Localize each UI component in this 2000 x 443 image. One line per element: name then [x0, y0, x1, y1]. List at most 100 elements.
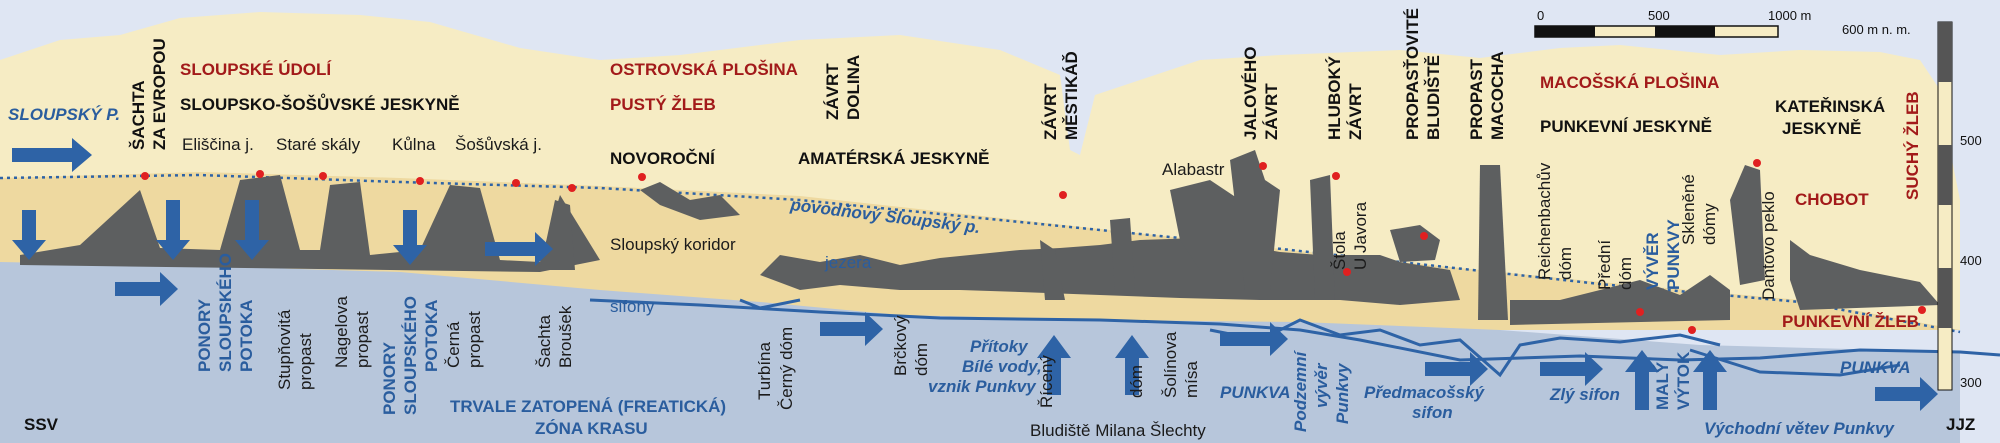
flow-arrows: [12, 138, 1938, 411]
cave-passages: [20, 150, 1940, 325]
arrow-ponory-2: [156, 200, 190, 260]
label-phreatic-2: ZÓNA KRASU: [535, 419, 648, 438]
label-phreatic-1: TRVALE ZATOPENÁ (FREATICKÁ): [450, 397, 726, 416]
elevation-axis: 600 m n. m. 500 400 300: [1842, 21, 1982, 391]
label-riceny: Řícený: [1037, 355, 1056, 408]
label-katerinska: KATEŘINSKÁ: [1775, 97, 1885, 116]
label-brckovy: Brčkový: [891, 315, 910, 376]
label-podzemni: Podzemní: [1291, 349, 1310, 432]
label-u-javora: U Javora: [1351, 201, 1370, 270]
label-zavrt-2: ZÁVRT: [1041, 83, 1060, 140]
arrow-ponory-3: [235, 200, 269, 260]
elevation-tick-300: 300: [1960, 375, 1982, 390]
label-za-evropou: ZA EVROPOU: [150, 38, 169, 150]
label-novorocni: NOVOROČNÍ: [610, 149, 716, 168]
surface-points: [141, 159, 1926, 334]
label-predni-dom: dóm: [1616, 257, 1635, 290]
label-propast: PROPAST: [1467, 58, 1486, 140]
arrow-horiz-zly: [1540, 352, 1603, 386]
arrow-up-vyver: [1625, 350, 1659, 410]
label-pusty-zleb: PUSTÝ ŽLEB: [610, 95, 716, 114]
arrow-ponory-4: [393, 210, 427, 265]
label-vyver: vývěr: [1312, 362, 1331, 408]
label-punkevni-jeskyne: PUNKEVNÍ JESKYNĚ: [1540, 117, 1712, 136]
label-solinova: Šolínova: [1161, 331, 1180, 398]
label-sloupske-udoli: SLOUPSKÉ ÚDOLÍ: [180, 60, 332, 79]
label-jezera: jezera: [824, 253, 872, 272]
elevation-tick-400: 400: [1960, 253, 1982, 268]
label-vznik-punkvy: vznik Punkvy: [928, 377, 1037, 396]
direction-left: SSV: [24, 415, 59, 434]
label-ponory-2b: SLOUPSKÉHO: [401, 296, 420, 415]
cave-novorocni: [640, 182, 740, 220]
arrow-up-2: [1115, 335, 1149, 395]
label-punkva-1: PUNKVA: [1220, 383, 1291, 402]
direction-right: JJZ: [1946, 415, 1975, 434]
label-sloupsko-sosuvske: SLOUPSKO-ŠOŠŮVSKÉ JESKYNĚ: [180, 94, 460, 114]
label-punkvy: Punkvy: [1333, 362, 1352, 424]
label-zly-sifon: Zlý sifon: [1549, 385, 1620, 404]
scale-tick-1000: 1000 m: [1768, 8, 1811, 23]
label-bludiste: BLUDIŠTĚ: [1424, 55, 1443, 140]
label-chobot: CHOBOT: [1795, 190, 1869, 209]
flood-line: [0, 173, 1961, 334]
label-ostrovska-plosina: OSTROVSKÁ PLOŠINA: [610, 60, 798, 79]
water-table-line: [589, 298, 2000, 362]
rivers: [739, 298, 1901, 378]
label-stupnovita-propast: propast: [296, 333, 315, 390]
cave-jalove-shafts: [1170, 150, 1280, 290]
label-kulna: Kůlna: [392, 135, 436, 154]
cave-katerinska: [1730, 165, 1940, 310]
label-ponory-2c: POTOKA: [422, 300, 441, 372]
label-reichenbachuv-dom: dóm: [1556, 247, 1575, 280]
label-sachta-brousek-2: Broušek: [556, 305, 575, 368]
label-solinova-misa: mísa: [1182, 361, 1201, 398]
label-sachta-brousek-1: Šachta: [535, 315, 554, 368]
label-punkva-2: PUNKVA: [1840, 358, 1911, 377]
label-nagelova: Nagelova: [332, 296, 351, 368]
label-stupnovita: Stupňovitá: [275, 309, 294, 390]
label-riceny-dom: dóm: [1127, 365, 1146, 398]
label-zavrt-1: ZÁVRT: [823, 63, 842, 120]
label-nagelova-propast: propast: [353, 311, 372, 368]
label-propastovite: PROPASŤOVITÉ: [1403, 8, 1422, 140]
label-ponory-1c: POTOKA: [237, 300, 256, 372]
label-macosska-plosina: MACOŠSKÁ PLOŠINA: [1540, 73, 1719, 92]
arrow-ponory-1: [12, 210, 46, 260]
label-sifon: sifon: [1412, 403, 1453, 422]
cave-macocha: [1478, 165, 1508, 320]
cave-sloupsko-sosuvske: [20, 175, 600, 272]
scale-tick-500: 500: [1648, 8, 1670, 23]
elevation-top-label: 600 m n. m.: [1842, 22, 1911, 37]
label-sosuvska: Šošůvská j.: [455, 135, 542, 154]
arrow-horiz-punkva: [1220, 322, 1288, 356]
elevation-tick-500: 500: [1960, 133, 1982, 148]
label-dantovo-peklo: Dantovo peklo: [1759, 191, 1778, 300]
arrow-horiz-punkva-2: [1875, 377, 1938, 411]
label-punkevni-zleb: PUNKEVNÍ ŽLEB: [1782, 312, 1919, 331]
label-stare-skaly: Staré skály: [276, 135, 361, 154]
label-vytok: VÝTOK: [1674, 351, 1693, 410]
label-hluboky: HLUBOKÝ: [1325, 55, 1344, 140]
label-cerna-propast: propast: [465, 311, 484, 368]
cave-hluboky: [1310, 175, 1335, 300]
label-brckovy-dom: dóm: [912, 343, 931, 376]
label-ponory-1a: PONORY: [195, 298, 214, 372]
right-margin: [1960, 0, 2000, 443]
arrow-horiz-3: [820, 312, 883, 346]
arrow-horiz-2: [485, 232, 553, 266]
label-sloupsky-p: SLOUPSKÝ P.: [8, 105, 120, 124]
arrow-up-maly: [1693, 350, 1727, 410]
arrow-horiz-predmacossky: [1425, 352, 1488, 386]
label-amaterska: AMATÉRSKÁ JESKYNĚ: [798, 149, 989, 168]
label-pritoky: Přítoky: [970, 337, 1029, 356]
label-zavrt-3: ZÁVRT: [1262, 83, 1281, 140]
label-mestikad: MĚSTIKÁĎ: [1062, 51, 1081, 140]
label-turbina: Turbína: [755, 341, 774, 400]
label-stola: Štola: [1330, 231, 1349, 270]
label-sklenene-domy: dómy: [1700, 203, 1719, 245]
label-bludiste-milana: Bludiště Milana Šlechty: [1030, 421, 1206, 440]
label-jeskyne: JESKYNĚ: [1782, 119, 1861, 138]
phreatic-zone: [0, 262, 2000, 443]
